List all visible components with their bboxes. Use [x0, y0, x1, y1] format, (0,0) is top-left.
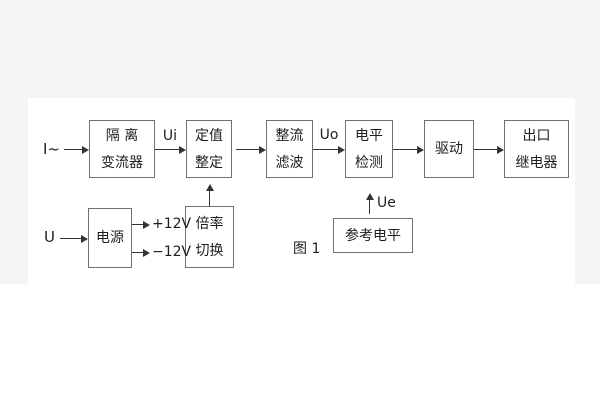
- block-label: 倍率: [195, 215, 224, 232]
- label-input-current: I~: [43, 140, 60, 158]
- block-isolation-converter: 隔 离 变流器: [89, 120, 155, 178]
- arrow-minus12v-output: [132, 248, 150, 257]
- block-reference-level: 参考电平: [333, 218, 413, 253]
- block-label: 出口: [522, 127, 551, 144]
- label-ui: Ui: [162, 128, 178, 144]
- block-label: 检测: [355, 154, 383, 171]
- arrow-drive-to-relay: [474, 145, 504, 154]
- block-label: 参考电平: [345, 227, 401, 244]
- block-label: 电平: [355, 127, 383, 144]
- label-ue: Ue: [377, 195, 396, 211]
- block-output-relay: 出口 继电器: [504, 120, 569, 178]
- block-setpoint-setting: 定值 整定: [186, 120, 232, 178]
- block-label: 驱动: [435, 141, 463, 157]
- label-uo: Uo: [319, 127, 339, 143]
- arrow-ratio-to-setpoint: [205, 184, 214, 206]
- block-power-supply: 电源: [88, 208, 132, 268]
- block-label: 滤波: [275, 154, 304, 171]
- block-label: 整流: [275, 127, 304, 144]
- block-label: 变流器: [101, 154, 143, 171]
- figure-caption: 图 1: [293, 241, 321, 257]
- block-label: 电源: [96, 230, 124, 246]
- block-label: 整定: [195, 154, 223, 171]
- block-label: 定值: [195, 127, 223, 144]
- label-minus12v: −12V: [152, 244, 192, 260]
- block-level-detection: 电平 检测: [345, 120, 393, 178]
- block-label: 切换: [195, 242, 224, 259]
- arrow-input-to-isolation: [64, 145, 89, 154]
- arrow-ui-signal: [155, 145, 186, 154]
- label-input-voltage: U: [44, 228, 55, 246]
- arrow-uo-signal: [313, 145, 345, 154]
- arrow-voltage-to-power: [60, 234, 88, 243]
- block-drive: 驱动: [424, 120, 474, 178]
- arrow-level-to-drive: [393, 145, 424, 154]
- block-label: 继电器: [515, 154, 558, 171]
- block-label: 隔 离: [105, 127, 139, 144]
- label-plus12v: +12V: [152, 216, 192, 232]
- block-rectifier-filter: 整流 滤波: [266, 120, 313, 178]
- block-ratio-switch: 倍率 切换: [185, 206, 234, 268]
- arrow-ue-reference: [365, 193, 374, 214]
- arrow-plus12v-output: [132, 220, 150, 229]
- arrow-setpoint-to-rectifier: [236, 145, 266, 154]
